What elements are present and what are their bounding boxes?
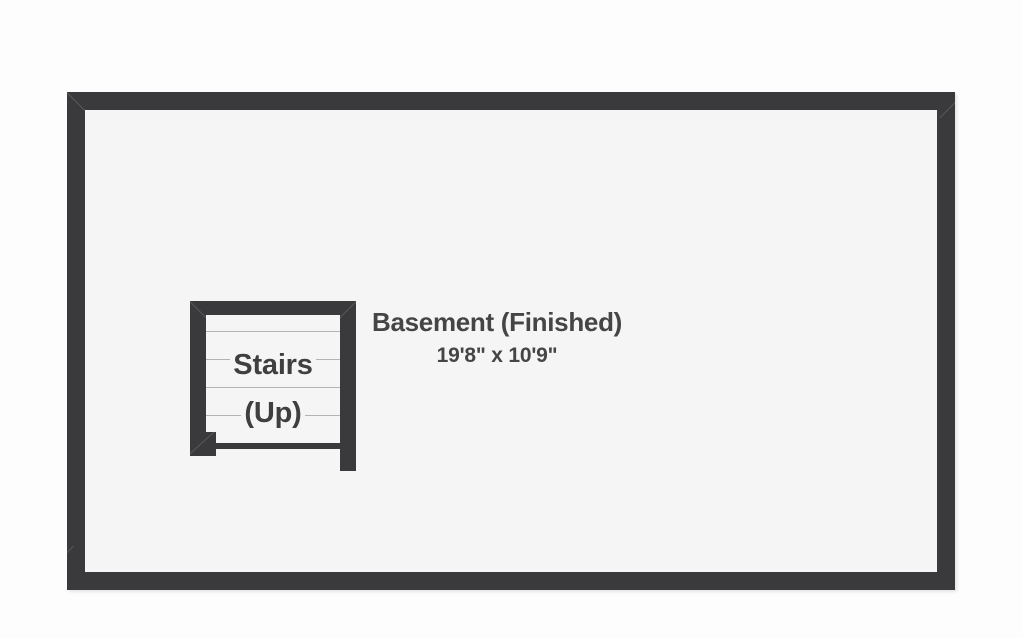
room-label-group: Basement (Finished) 19'8" x 10'9" <box>372 306 622 371</box>
stairs-label-line-2: (Up) <box>190 389 356 437</box>
stair-tread <box>206 387 340 388</box>
stairs-wall-top <box>190 301 356 315</box>
stairs-label-line-1: Stairs <box>190 341 356 389</box>
stairs-enclosure <box>190 301 356 471</box>
room-outer-wall <box>67 92 955 590</box>
stairs-label: Stairs (Up) <box>190 341 356 437</box>
room-dimensions: 19'8" x 10'9" <box>436 344 558 367</box>
room-name: Basement (Finished) <box>372 307 623 337</box>
stairs-wall-right <box>340 301 356 471</box>
stairs-wall-left <box>190 301 206 456</box>
stair-tread <box>206 331 340 332</box>
stairs-wall-bottom <box>204 443 346 449</box>
